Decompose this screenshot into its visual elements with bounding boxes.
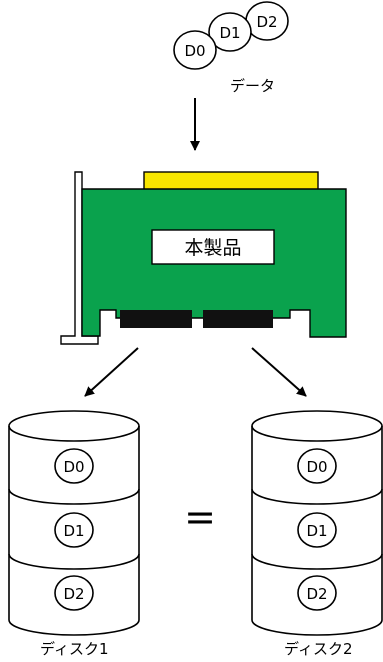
card-port-1 [120,310,192,328]
disk-1-block-d0-label: D0 [63,458,84,476]
data-packet-d0-label: D0 [184,42,205,60]
disk-2-block-d2: D2 [297,575,337,611]
disk-2-block-d2-label: D2 [306,585,327,603]
disk-2-block-d0: D0 [297,448,337,484]
arrow-to-disk-1 [84,347,139,397]
disk-2-block-d1-label: D1 [306,522,327,540]
data-packet-d1: D1 [208,12,252,52]
disk-2-block-d0-label: D0 [306,458,327,476]
arrow-to-disk-2 [251,347,307,397]
card-label-box [151,229,275,265]
equals-sign: = [184,495,216,539]
card-label: 本製品 [184,237,241,259]
card-port-2 [203,310,273,328]
disk-1-block-d0: D0 [54,448,94,484]
data-packet-d0: D0 [173,30,217,70]
data-packets: D2 D1 D0 データ [173,1,289,95]
card-top-connector [143,171,319,191]
raid-card: 本製品 [60,171,347,345]
disk-1-label: ディスク1 [40,640,109,658]
disk-1: D0 D1 D2 ディスク1 [8,410,140,658]
disk-2-block-d1: D1 [297,512,337,548]
data-packet-d2: D2 [245,1,289,41]
data-packet-d2-label: D2 [256,13,277,31]
disk-1-block-d2-label: D2 [63,585,84,603]
disk-2: D0 D1 D2 ディスク2 [251,410,383,658]
disk-2-label: ディスク2 [284,640,353,658]
data-label: データ [230,77,275,95]
disk-1-block-d2: D2 [54,575,94,611]
data-packet-d1-label: D1 [219,24,240,42]
disk-1-block-d1-label: D1 [63,522,84,540]
disk-1-block-d1: D1 [54,512,94,548]
